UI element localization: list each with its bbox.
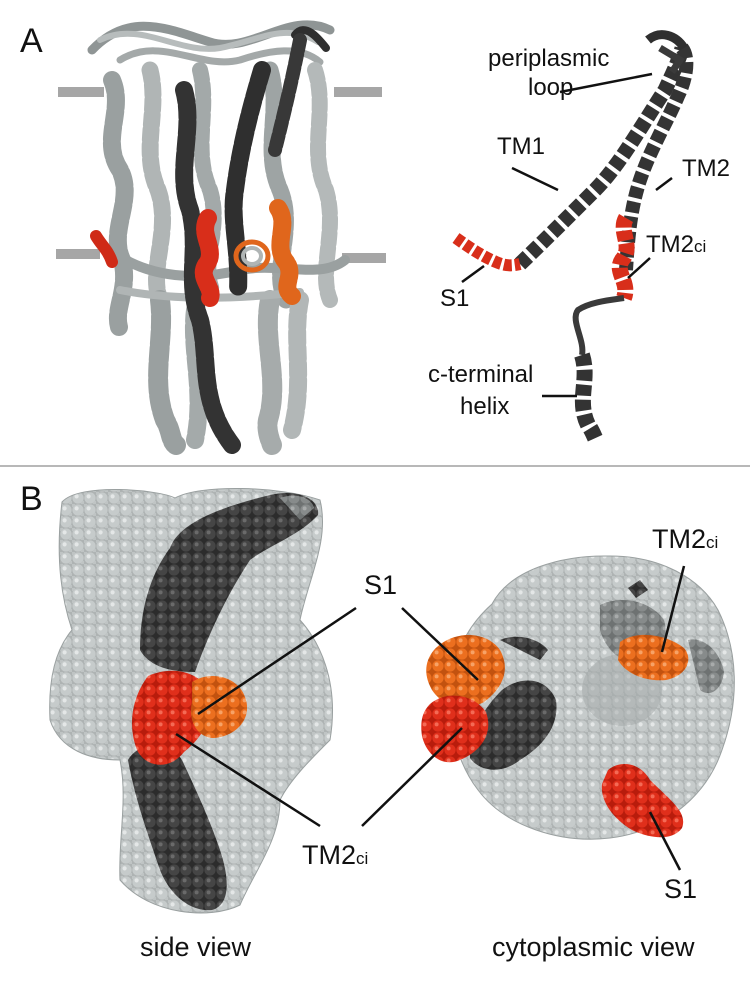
ribbon-structure-side	[87, 20, 350, 455]
s1-label-b-right: S1	[664, 874, 697, 904]
tm2ci-label-b-right: TM2ci	[652, 524, 718, 554]
space-filling-side-view	[49, 487, 333, 914]
single-subunit-ribbon	[452, 30, 694, 444]
tm2ci-label-b-center: TM2ci	[302, 840, 368, 870]
loop-label: loop	[528, 74, 573, 101]
panel-a-leaders	[461, 72, 673, 398]
panel-a-letter: A	[20, 22, 43, 60]
membrane-bar-top-right	[334, 87, 382, 97]
tm1-label: TM1	[497, 133, 545, 160]
side-view-caption: side view	[140, 932, 252, 962]
s1-label-b-center: S1	[364, 570, 397, 600]
membrane-bar-bottom-left	[56, 249, 100, 259]
s1-label-a: S1	[440, 285, 469, 312]
space-filling-cytoplasmic-view	[421, 555, 735, 840]
membrane-markers	[56, 87, 386, 263]
cterm-label-line2: helix	[460, 393, 509, 420]
panel-b-leaders	[175, 565, 686, 871]
panel-b-letter: B	[20, 480, 43, 518]
periplasmic-label: periplasmic	[488, 45, 609, 72]
cterm-label-line1: c-terminal	[428, 361, 533, 388]
cytoplasmic-view-caption: cytoplasmic view	[492, 932, 695, 962]
membrane-bar-bottom-right	[342, 253, 386, 263]
tm2-label: TM2	[682, 155, 730, 182]
membrane-bar-top-left	[58, 87, 104, 97]
tm2ci-label-a: TM2ci	[646, 231, 706, 258]
